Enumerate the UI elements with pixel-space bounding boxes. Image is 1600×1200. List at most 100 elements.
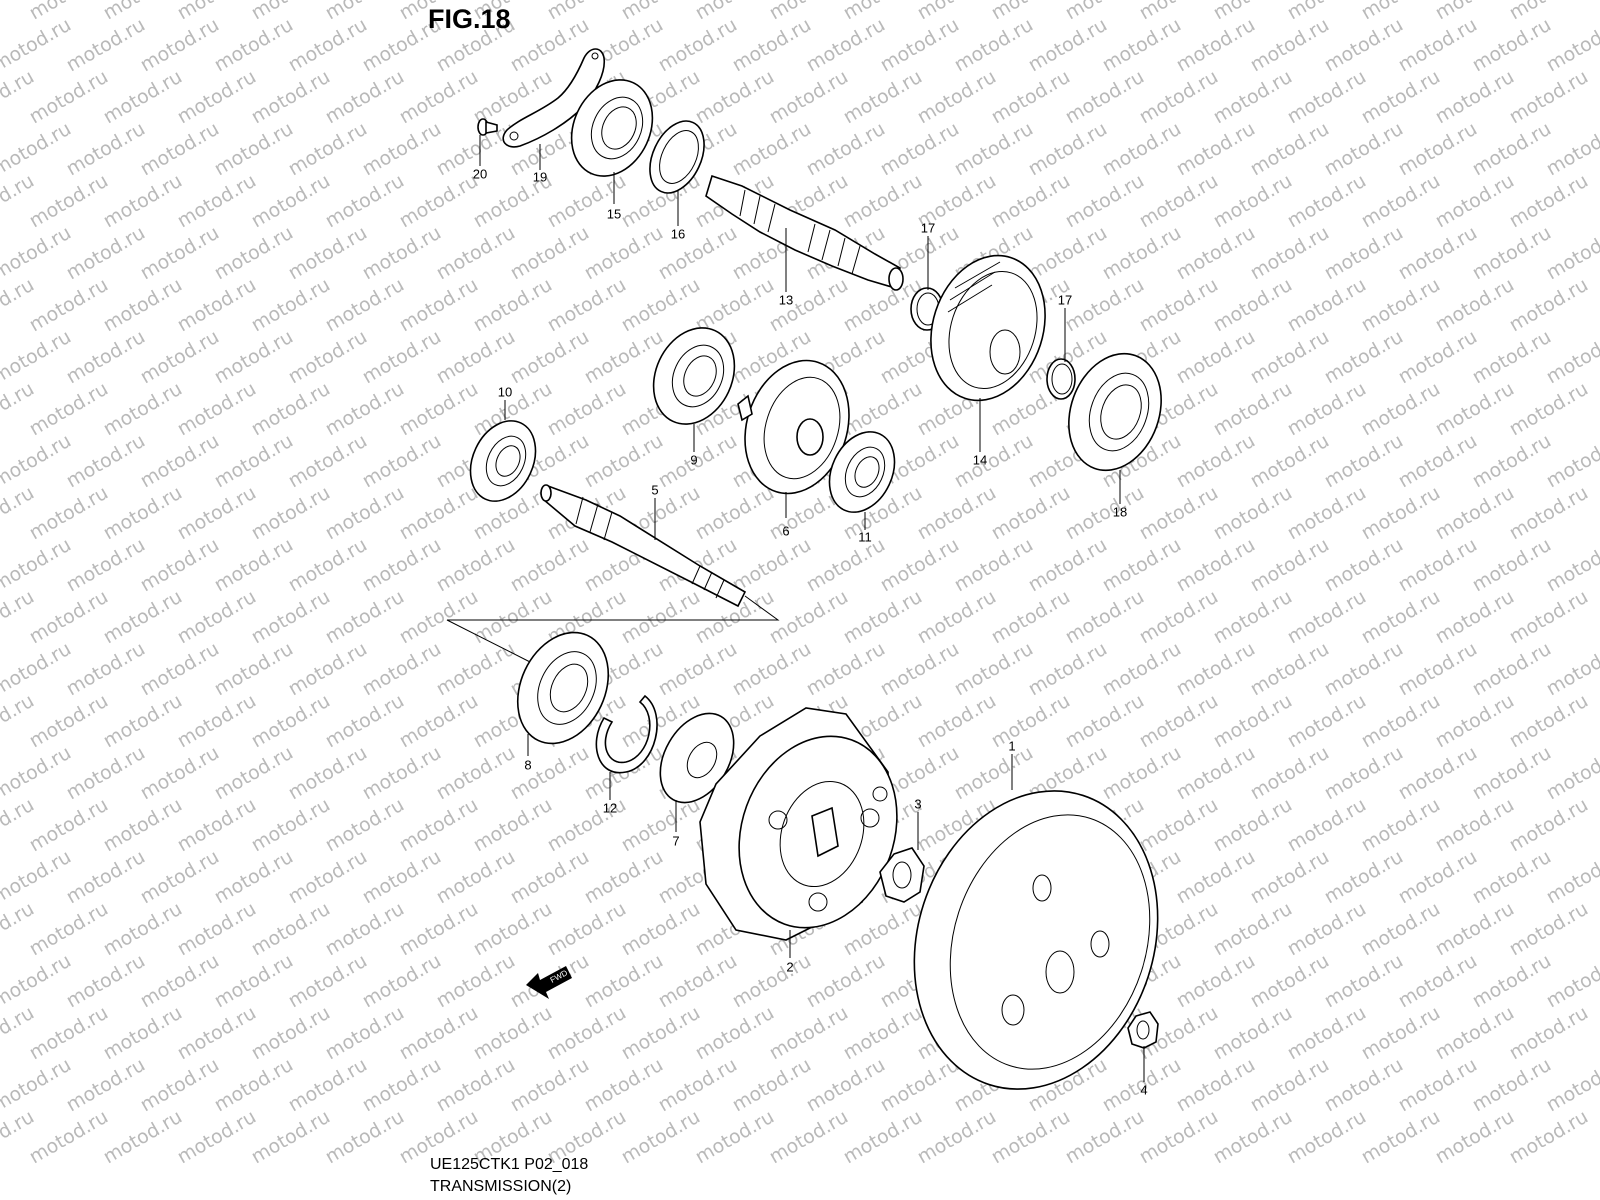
watermark-text: motod.ru bbox=[396, 378, 482, 441]
watermark-text: motod.ru bbox=[1284, 794, 1370, 857]
watermark-text: motod.ru bbox=[100, 690, 186, 753]
watermark-text: motod.ru bbox=[359, 326, 445, 389]
watermark-text: motod.ru bbox=[1173, 326, 1259, 389]
watermark-text: motod.ru bbox=[174, 898, 260, 961]
watermark-text: motod.ru bbox=[951, 534, 1037, 597]
part-3-nut bbox=[879, 847, 925, 903]
watermark-text: motod.ru bbox=[1136, 0, 1222, 24]
watermark-text: motod.ru bbox=[692, 274, 778, 337]
watermark-text: motod.ru bbox=[248, 794, 334, 857]
watermark-text: motod.ru bbox=[1247, 430, 1333, 493]
watermark-text: motod.ru bbox=[877, 118, 963, 181]
watermark-text: motod.ru bbox=[359, 430, 445, 493]
callout-17-upper: 17 bbox=[920, 220, 936, 236]
watermark-text: motod.ru bbox=[396, 586, 482, 649]
watermark-text: motod.ru bbox=[1506, 586, 1592, 649]
watermark-text: motod.ru bbox=[1173, 222, 1259, 285]
watermark-text: motod.ru bbox=[1247, 742, 1333, 805]
watermark-text: motod.ru bbox=[1025, 118, 1111, 181]
watermark-text: motod.ru bbox=[1099, 222, 1185, 285]
watermark-text: motod.ru bbox=[322, 274, 408, 337]
watermark-text: motod.ru bbox=[914, 586, 1000, 649]
watermark-text: motod.ru bbox=[248, 898, 334, 961]
part-4-nut bbox=[1127, 1011, 1159, 1049]
watermark-text: motod.ru bbox=[840, 1106, 926, 1169]
watermark-text: motod.ru bbox=[618, 794, 704, 857]
watermark-text: motod.ru bbox=[1062, 0, 1148, 24]
watermark-text: motod.ru bbox=[470, 898, 556, 961]
watermark-text: motod.ru bbox=[1247, 638, 1333, 701]
watermark-text: motod.ru bbox=[729, 950, 815, 1013]
watermark-text: motod.ru bbox=[544, 378, 630, 441]
watermark-text: motod.ru bbox=[840, 170, 926, 233]
watermark-text: motod.ru bbox=[396, 170, 482, 233]
watermark-text: motod.ru bbox=[1358, 0, 1444, 24]
watermark-text: motod.ru bbox=[63, 222, 149, 285]
callout-13: 13 bbox=[778, 292, 794, 308]
watermark-text: motod.ru bbox=[1210, 898, 1296, 961]
watermark-text: motod.ru bbox=[137, 534, 223, 597]
watermark-text: motod.ru bbox=[1432, 898, 1518, 961]
watermark-text: motod.ru bbox=[1173, 1054, 1259, 1117]
watermark-text: motod.ru bbox=[1395, 742, 1481, 805]
watermark-text: motod.ru bbox=[988, 0, 1074, 24]
watermark-text: motod.ru bbox=[1469, 950, 1555, 1013]
watermark-text: motod.ru bbox=[1469, 118, 1555, 181]
watermark-text: motod.ru bbox=[1358, 690, 1444, 753]
watermark-text: motod.ru bbox=[470, 274, 556, 337]
watermark-text: motod.ru bbox=[211, 14, 297, 77]
watermark-text: motod.ru bbox=[618, 586, 704, 649]
watermark-text: motod.ru bbox=[1099, 534, 1185, 597]
watermark-text: motod.ru bbox=[1469, 534, 1555, 597]
watermark-text: motod.ru bbox=[1284, 482, 1370, 545]
watermark-text: motod.ru bbox=[1210, 274, 1296, 337]
watermark-text: motod.ru bbox=[174, 274, 260, 337]
callout-12: 12 bbox=[602, 800, 618, 816]
watermark-text: motod.ru bbox=[211, 534, 297, 597]
watermark-text: motod.ru bbox=[1099, 742, 1185, 805]
watermark-text: motod.ru bbox=[26, 66, 112, 129]
watermark-text: motod.ru bbox=[1136, 482, 1222, 545]
watermark-text: motod.ru bbox=[507, 1054, 593, 1117]
watermark-text: motod.ru bbox=[396, 690, 482, 753]
watermark-text: motod.ru bbox=[1173, 14, 1259, 77]
watermark-text: motod.ru bbox=[1469, 326, 1555, 389]
watermark-text: motod.ru bbox=[692, 1002, 778, 1065]
watermark-text: motod.ru bbox=[359, 846, 445, 909]
watermark-text: motod.ru bbox=[1284, 170, 1370, 233]
callout-8: 8 bbox=[524, 757, 532, 773]
watermark-text: motod.ru bbox=[729, 14, 815, 77]
watermark-text: motod.ru bbox=[359, 118, 445, 181]
watermark-text: motod.ru bbox=[1543, 118, 1600, 181]
watermark-text: motod.ru bbox=[137, 638, 223, 701]
watermark-text: motod.ru bbox=[26, 0, 112, 24]
callout-20: 20 bbox=[472, 166, 488, 182]
watermark-text: motod.ru bbox=[26, 170, 112, 233]
watermark-text: motod.ru bbox=[1395, 326, 1481, 389]
watermark-text: motod.ru bbox=[1210, 378, 1296, 441]
watermark-text: motod.ru bbox=[322, 0, 408, 24]
watermark-text: motod.ru bbox=[322, 1106, 408, 1169]
watermark-text: motod.ru bbox=[1543, 846, 1600, 909]
watermark-text: motod.ru bbox=[581, 846, 667, 909]
watermark-text: motod.ru bbox=[137, 430, 223, 493]
watermark-text: motod.ru bbox=[1247, 534, 1333, 597]
watermark-text: motod.ru bbox=[803, 638, 889, 701]
watermark-text: motod.ru bbox=[100, 794, 186, 857]
watermark-text: motod.ru bbox=[322, 690, 408, 753]
watermark-text: motod.ru bbox=[544, 0, 630, 24]
watermark-text: motod.ru bbox=[174, 586, 260, 649]
watermark-text: motod.ru bbox=[433, 638, 519, 701]
part-14-gear bbox=[930, 254, 1046, 402]
watermark-text: motod.ru bbox=[803, 118, 889, 181]
watermark-text: motod.ru bbox=[1284, 1106, 1370, 1169]
watermark-text: motod.ru bbox=[729, 638, 815, 701]
watermark-text: motod.ru bbox=[100, 378, 186, 441]
watermark-text: motod.ru bbox=[285, 14, 371, 77]
watermark-text: motod.ru bbox=[951, 14, 1037, 77]
figure-code: UE125CTK1 P02_018 bbox=[430, 1156, 589, 1173]
watermark-text: motod.ru bbox=[359, 742, 445, 805]
watermark-text: motod.ru bbox=[1543, 950, 1600, 1013]
watermark-text: motod.ru bbox=[1506, 482, 1592, 545]
watermark-text: motod.ru bbox=[840, 378, 926, 441]
